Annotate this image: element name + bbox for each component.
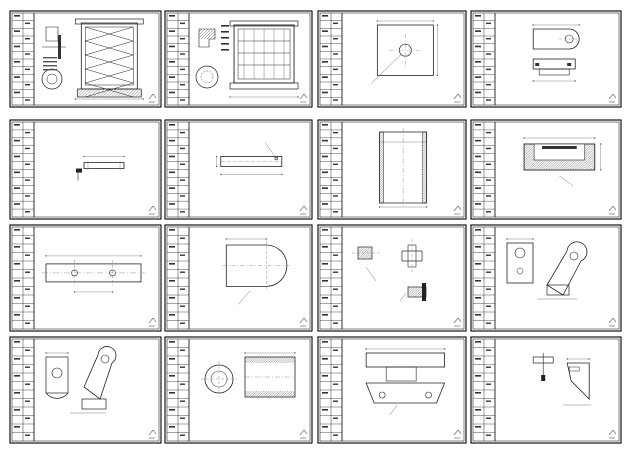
revision-stamp [453, 205, 462, 215]
revision-stamp [148, 205, 157, 215]
revision-stamp [148, 429, 157, 439]
drawing-sheet-5 [9, 119, 162, 220]
title-block [12, 13, 35, 105]
title-block [167, 122, 190, 217]
title-block [473, 122, 496, 217]
drawing-square-plate-hole [371, 20, 439, 84]
revision-stamp [453, 93, 462, 103]
revision-stamp [299, 429, 308, 439]
revision-stamp [608, 429, 617, 439]
drawing-round-and-bar [201, 352, 296, 398]
drawing-sheet-2 [164, 10, 313, 108]
drawing-sheet-8 [470, 119, 622, 220]
drawing-assembly-front [41, 18, 144, 100]
drawing-small-parts [532, 353, 592, 406]
drawing-lever-arm [506, 238, 588, 300]
title-block [12, 339, 35, 441]
drawing-assembly-frame [195, 20, 299, 98]
drawing-lever-arm-2 [45, 346, 117, 414]
title-block [473, 339, 496, 441]
drawing-sheet-14 [164, 336, 313, 444]
drawing-sheet-12 [470, 224, 622, 332]
title-block [12, 227, 35, 329]
drawing-channel-section [378, 128, 428, 208]
drawing-sheet-15 [317, 336, 467, 444]
title-block [12, 122, 35, 217]
title-block [167, 13, 190, 105]
drawing-sheet-10 [164, 224, 313, 332]
drawing-sheet-3 [317, 10, 467, 108]
drawing-rounded-plate [222, 238, 291, 305]
revision-stamp [453, 429, 462, 439]
title-block [167, 227, 190, 329]
drawing-sheet-13 [9, 336, 162, 444]
revision-stamp [299, 93, 308, 103]
revision-stamp [608, 317, 617, 327]
drawing-flat-bar-small [76, 155, 125, 181]
revision-stamp [453, 317, 462, 327]
drawing-sheet-7 [317, 119, 467, 220]
drawing-detail-views [352, 239, 427, 302]
drawing-bracket-rounded [532, 24, 580, 82]
title-block [320, 13, 343, 105]
title-block [320, 122, 343, 217]
title-block [473, 13, 496, 105]
drawing-sheet-16 [470, 336, 622, 444]
revision-stamp [148, 317, 157, 327]
revision-stamp [299, 317, 308, 327]
drawing-sheet-11 [317, 224, 467, 332]
drawing-flat-bar-large [216, 142, 283, 176]
drawing-long-bar-holes [42, 255, 145, 293]
revision-stamp [608, 93, 617, 103]
drawing-sheet-4 [470, 10, 622, 108]
revision-stamp [148, 93, 157, 103]
title-block [320, 227, 343, 329]
drawing-hatched-channel [523, 137, 602, 187]
revision-stamp [299, 205, 308, 215]
drawing-wide-plate [365, 348, 446, 416]
title-block [473, 227, 496, 329]
drawing-sheet-1 [9, 10, 162, 108]
drawing-sheet-6 [164, 119, 313, 220]
title-block [320, 339, 343, 441]
title-block [167, 339, 190, 441]
revision-stamp [608, 205, 617, 215]
drawing-sheet-9 [9, 224, 162, 332]
